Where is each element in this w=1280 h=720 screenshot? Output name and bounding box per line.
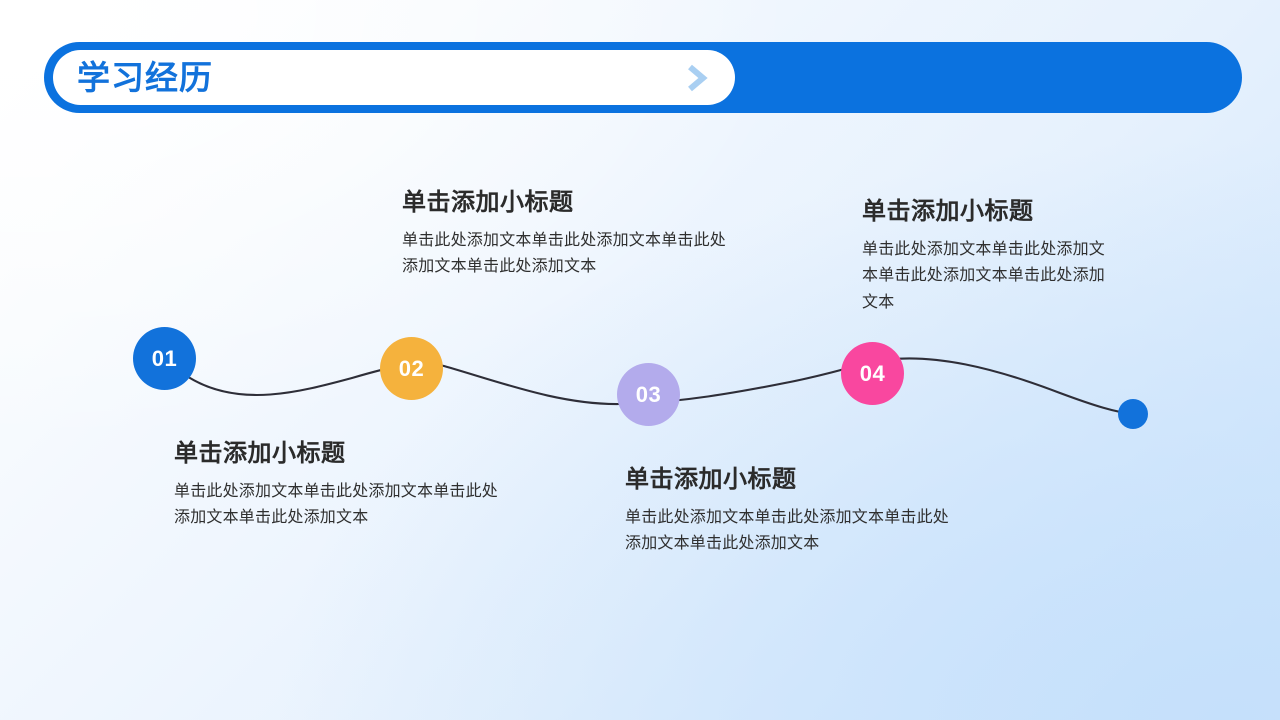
timeline-node-02[interactable]: 02	[380, 337, 443, 400]
timeline-node-label: 03	[635, 381, 662, 407]
page-title: 学习经历	[77, 59, 213, 96]
content-block-heading: 单击添加小标题	[402, 189, 574, 216]
timeline-node-label: 01	[151, 345, 178, 371]
timeline-node-label: 02	[398, 355, 425, 381]
chevron-right-icon[interactable]	[685, 63, 713, 93]
content-block-body: 单击此处添加文本单击此处添加文本单击此处添加文本单击此处添加文本	[174, 482, 499, 527]
timeline-node-label: 04	[859, 360, 886, 386]
content-block-heading: 单击添加小标题	[174, 440, 346, 467]
content-block-body: 单击此处添加文本单击此处添加文本单击此处添加文本单击此处添加文本	[862, 240, 1106, 311]
timeline-end-dot	[1118, 399, 1148, 429]
content-block-1[interactable]: 单击添加小标题 单击此处添加文本单击此处添加文本单击此处添加文本单击此处添加文本	[402, 189, 732, 281]
content-block-3[interactable]: 单击添加小标题 单击此处添加文本单击此处添加文本单击此处添加文本单击此处添加文本	[174, 440, 504, 532]
slide-title-bar: 学习经历	[44, 42, 1242, 113]
content-block-body: 单击此处添加文本单击此处添加文本单击此处添加文本单击此处添加文本	[402, 231, 727, 276]
content-block-4[interactable]: 单击添加小标题 单击此处添加文本单击此处添加文本单击此处添加文本单击此处添加文本	[625, 466, 960, 558]
content-block-body: 单击此处添加文本单击此处添加文本单击此处添加文本单击此处添加文本	[625, 508, 950, 553]
content-block-heading: 单击添加小标题	[862, 198, 1034, 225]
timeline-node-04[interactable]: 04	[841, 342, 904, 405]
content-block-heading: 单击添加小标题	[625, 466, 797, 493]
content-block-2[interactable]: 单击添加小标题 单击此处添加文本单击此处添加文本单击此处添加文本单击此处添加文本	[862, 198, 1110, 316]
timeline-node-03[interactable]: 03	[617, 363, 680, 426]
title-pill: 学习经历	[53, 50, 735, 105]
timeline-node-01[interactable]: 01	[133, 327, 196, 390]
